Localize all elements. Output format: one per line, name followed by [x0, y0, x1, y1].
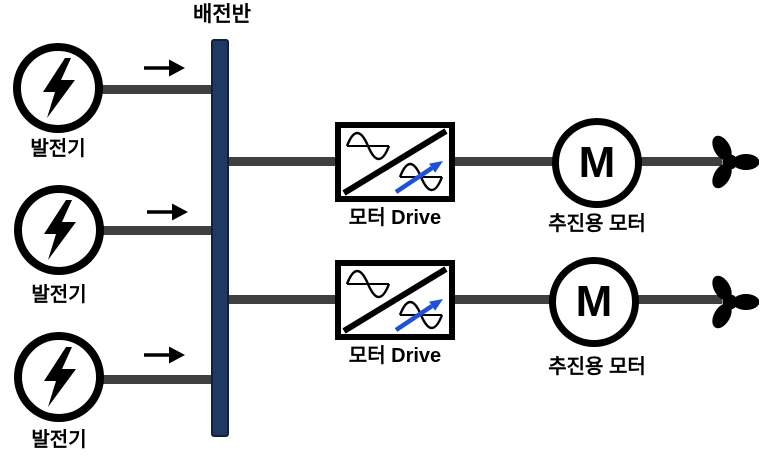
- generator-symbol: [14, 185, 104, 275]
- frequency-converter-icon: [342, 266, 448, 334]
- lightning-icon: [44, 347, 76, 407]
- motor-drive-symbol: [335, 260, 455, 340]
- generator-label: 발전기: [30, 138, 86, 160]
- generator-symbol: [13, 43, 103, 133]
- variable-arrow-icon: [429, 299, 443, 311]
- fixed-frequency-sine-icon: [345, 131, 391, 161]
- flow-arrow-icon: [144, 346, 185, 364]
- switchboard-busbar: [211, 39, 229, 437]
- frequency-converter-icon: [342, 128, 448, 196]
- variable-arrow-icon: [429, 161, 443, 173]
- motor-letter: M: [575, 277, 613, 326]
- switchboard-label: 배전반: [193, 3, 251, 26]
- flow-arrow-icon: [144, 59, 185, 77]
- generator2-feeder-line: [98, 226, 215, 235]
- generator-label: 발전기: [31, 284, 87, 306]
- motor-drive-symbol: [335, 122, 455, 202]
- generator1-feeder-line: [95, 85, 215, 94]
- propeller-icon: [712, 275, 759, 329]
- lightning-icon: [44, 200, 76, 260]
- propulsion-motor-label: 추진용 모터: [548, 213, 646, 235]
- propulsion-line-1: [220, 157, 722, 166]
- propulsion-line-2: [220, 295, 722, 304]
- propulsion-motor-label: 추진용 모터: [548, 356, 646, 378]
- generator-symbol: [14, 332, 104, 422]
- propulsion-motor-symbol: M: [552, 118, 642, 208]
- generator-label: 발전기: [31, 429, 87, 451]
- generator3-feeder-line: [98, 375, 215, 384]
- propulsion-motor-symbol: M: [549, 257, 639, 347]
- propeller-icon: [712, 135, 759, 189]
- lightning-icon: [43, 58, 75, 118]
- fixed-frequency-sine-icon: [345, 269, 391, 299]
- motor-drive-label: 모터 Drive: [348, 345, 442, 367]
- motor-letter: M: [578, 138, 616, 187]
- flow-arrow-icon: [147, 203, 188, 221]
- motor-drive-label: 모터 Drive: [348, 207, 442, 229]
